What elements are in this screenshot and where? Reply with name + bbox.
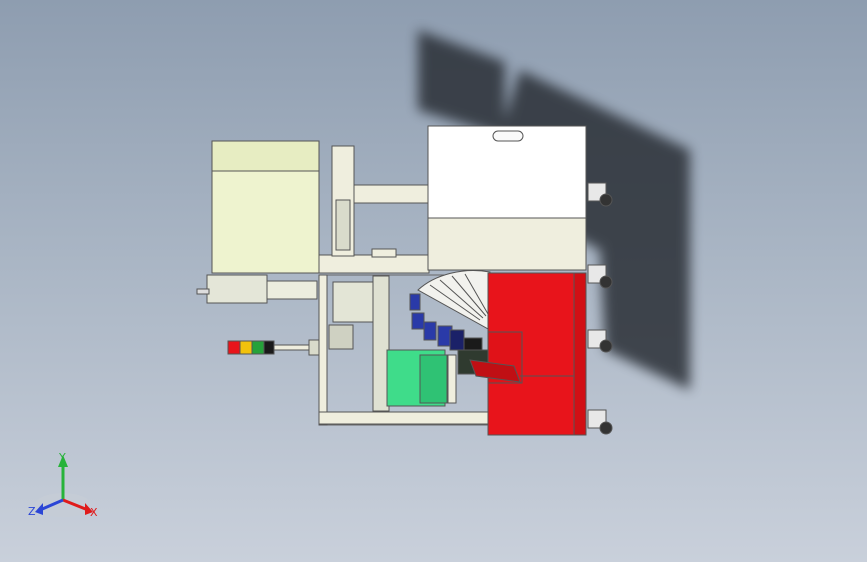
caster-wheels [587,182,613,435]
x-axis-line [62,498,89,512]
green-roller[interactable] [386,349,457,407]
z-axis-line [39,498,64,512]
z-axis-label: Z [28,505,36,518]
rotary-carousel[interactable] [417,270,491,331]
machine-model[interactable] [196,125,613,436]
motor[interactable] [206,274,268,304]
x-axis-label: X [90,506,98,519]
y-axis-label: Y [58,451,66,464]
signal-tower[interactable] [227,339,320,356]
axis-triad[interactable]: Y X Z [28,451,98,519]
handle[interactable] [492,130,524,142]
